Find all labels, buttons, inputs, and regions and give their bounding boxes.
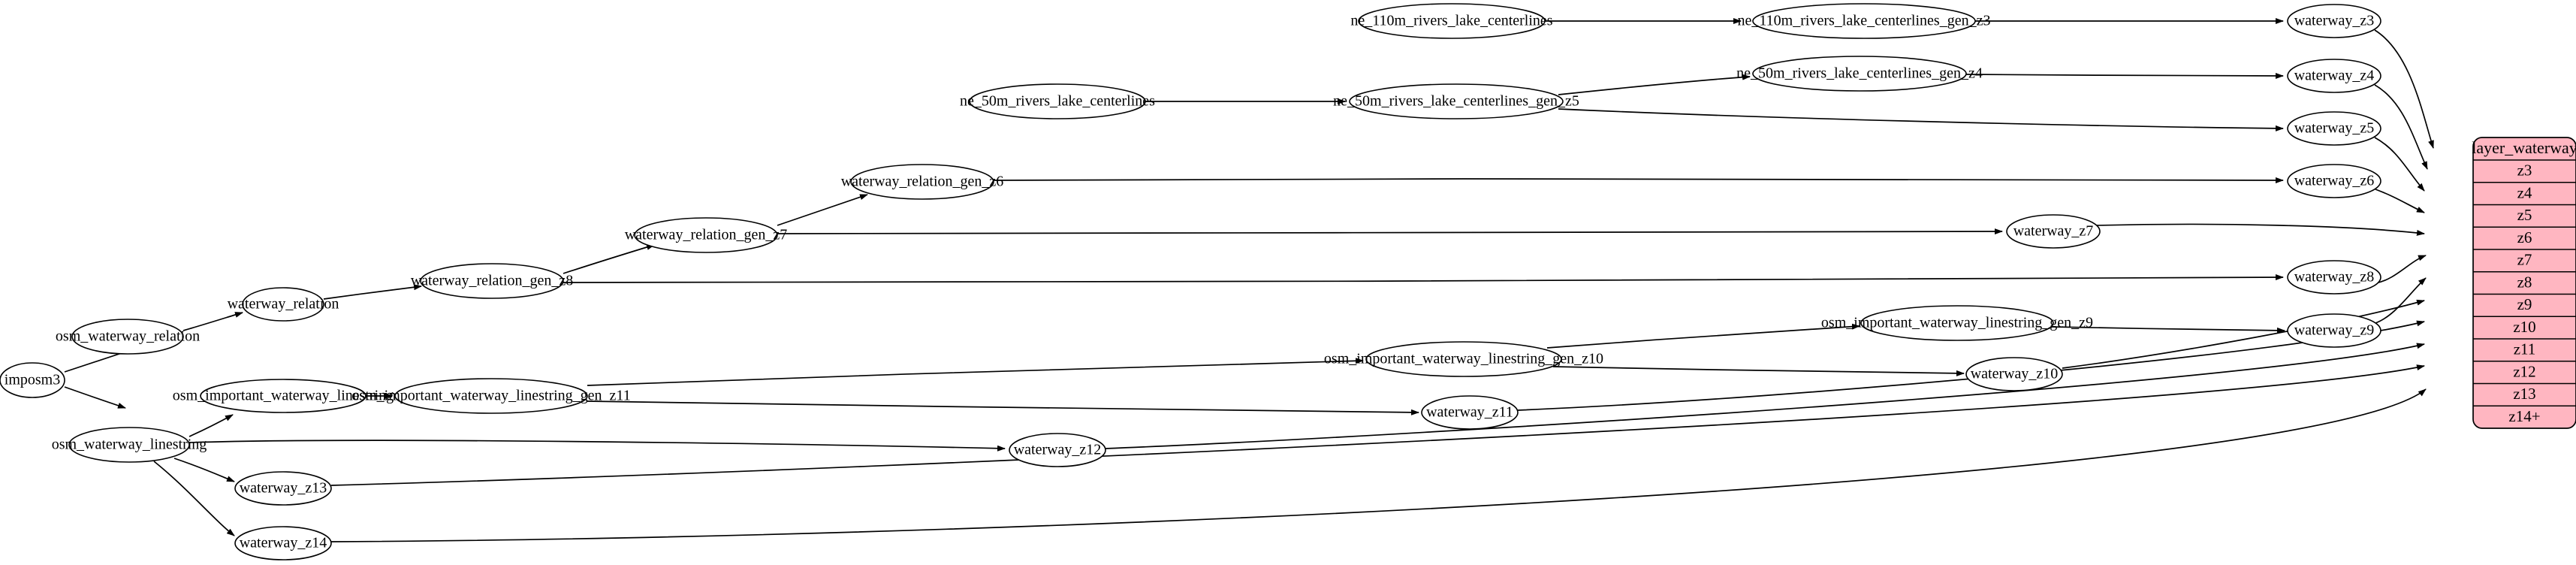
graph-node-waterway_z12[interactable]: waterway_z12 — [1009, 433, 1106, 467]
node-ellipse — [2287, 111, 2381, 146]
graph-edge — [2375, 255, 2427, 284]
graph-node-ne_50m_rivers_lake_centerlines_gen_z4[interactable]: ne_50m_rivers_lake_centerlines_gen_z4 — [1736, 56, 1983, 92]
graph-edge — [777, 228, 2003, 235]
graph-edge — [323, 284, 422, 300]
graph-edge — [587, 358, 1364, 386]
graph-node-waterway_z7[interactable]: waterway_z7 — [2006, 214, 2101, 249]
node-ellipse — [2287, 260, 2381, 295]
graph-node-waterway_relation_gen_z6[interactable]: waterway_relation_gen_z6 — [841, 164, 1004, 200]
edges-layer — [64, 18, 2434, 542]
graph-edge — [189, 414, 234, 437]
node-ellipse — [634, 217, 778, 253]
node-ellipse — [2287, 164, 2381, 198]
graph-node-waterway_z5[interactable]: waterway_z5 — [2287, 111, 2381, 146]
node-ellipse — [1421, 395, 1519, 430]
node-ellipse — [2287, 313, 2381, 348]
graph-node-ne_50m_rivers_lake_centerlines_gen_z5[interactable]: ne_50m_rivers_lake_centerlines_gen_z5 — [1333, 83, 1579, 119]
graph-node-waterway_z10[interactable]: waterway_z10 — [1965, 357, 2063, 391]
node-ellipse — [71, 319, 184, 355]
graph-node-waterway_z6[interactable]: waterway_z6 — [2287, 164, 2381, 198]
node-ellipse — [242, 287, 324, 322]
graph-node-ne_110m_rivers_lake_centerlines[interactable]: ne_110m_rivers_lake_centerlines — [1350, 3, 1553, 39]
graph-edge — [777, 194, 868, 226]
graph-edge — [1546, 323, 1860, 349]
graph-edge — [1105, 343, 2425, 449]
layer-waterway-table: layer_waterwayz3z4z5z6z7z8z9z10z11z12z13… — [2472, 137, 2576, 429]
graph-node-waterway_z8[interactable]: waterway_z8 — [2287, 260, 2381, 295]
node-ellipse — [420, 263, 564, 299]
graph-edge — [64, 386, 126, 409]
graph-edge — [2375, 277, 2427, 324]
graph-node-waterway_z4[interactable]: waterway_z4 — [2287, 59, 2381, 93]
graph-edge — [993, 177, 2284, 183]
graph-edge — [2375, 189, 2425, 213]
layer-table-body — [2472, 137, 2576, 429]
graph-edge — [173, 458, 235, 482]
node-ellipse — [1009, 433, 1106, 467]
node-ellipse — [1965, 357, 2063, 391]
node-ellipse — [394, 378, 588, 414]
graph-edge — [563, 274, 2284, 284]
node-ellipse — [200, 379, 366, 413]
node-ellipse — [850, 164, 994, 200]
graph-edge — [2050, 326, 2285, 334]
graph-edge — [1558, 74, 1751, 95]
node-ellipse — [2006, 214, 2101, 249]
graph-edge — [153, 461, 235, 536]
graph-node-ne_110m_rivers_lake_centerlines_gen_z3[interactable]: ne_110m_rivers_lake_centerlines_gen_z3 — [1738, 3, 1991, 39]
graph-node-osm_waterway_linestring[interactable]: osm_waterway_linestring — [52, 427, 207, 463]
graph-edge — [330, 364, 2425, 486]
graph-node-osm_important_waterway_linestring_gen_z9[interactable]: osm_important_waterway_linestring_gen_z9 — [1821, 305, 2093, 341]
graph-edge — [182, 312, 243, 331]
graph-node-waterway_z14[interactable]: waterway_z14 — [234, 526, 332, 560]
graph-edge — [330, 388, 2427, 542]
graph-edge — [2374, 137, 2425, 192]
graph-node-osm_important_waterway_linestring[interactable]: osm_important_waterway_linestring — [173, 379, 394, 413]
graph-node-waterway_z9[interactable]: waterway_z9 — [2287, 313, 2381, 348]
graph-edge — [189, 440, 1006, 452]
node-ellipse — [2287, 4, 2381, 38]
node-ellipse — [1752, 56, 1967, 92]
graph-edge — [2374, 84, 2428, 170]
graph-node-imposm3[interactable]: imposm3 — [0, 362, 65, 398]
graph-edge — [563, 244, 655, 274]
node-ellipse — [2287, 59, 2381, 93]
node-ellipse — [1349, 83, 1564, 119]
graph-node-waterway_z3[interactable]: waterway_z3 — [2287, 4, 2381, 38]
node-ellipse — [234, 526, 332, 560]
graph-edge — [2096, 223, 2425, 236]
graph-node-ne_50m_rivers_lake_centerlines[interactable]: ne_50m_rivers_lake_centerlines — [960, 83, 1155, 119]
graph-edge — [587, 400, 1419, 415]
node-ellipse — [68, 427, 190, 463]
node-ellipse — [1358, 3, 1546, 39]
graph-node-waterway_relation_gen_z7[interactable]: waterway_relation_gen_z7 — [625, 217, 788, 253]
node-ellipse — [0, 362, 65, 398]
graph-edge — [2062, 299, 2425, 369]
node-ellipse — [1752, 3, 1976, 39]
graph-edge — [1965, 72, 2284, 79]
graph-edge — [1552, 366, 1965, 376]
graph-edge — [2374, 29, 2434, 149]
graph-node-waterway_z13[interactable]: waterway_z13 — [234, 471, 332, 506]
node-ellipse — [1365, 341, 1562, 377]
node-ellipse — [234, 471, 332, 506]
graph-node-waterway_relation_gen_z8[interactable]: waterway_relation_gen_z8 — [411, 263, 574, 299]
graph-node-osm_waterway_relation[interactable]: osm_waterway_relation — [56, 319, 200, 355]
node-ellipse — [969, 83, 1146, 119]
graph-node-waterway_relation[interactable]: waterway_relation — [228, 287, 339, 322]
graph-node-waterway_z11[interactable]: waterway_z11 — [1421, 395, 1519, 430]
node-ellipse — [1860, 305, 2054, 341]
graph-node-osm_important_waterway_linestring_gen_z11[interactable]: osm_important_waterway_linestring_gen_z1… — [351, 378, 631, 414]
graph-edge — [1558, 108, 2284, 131]
